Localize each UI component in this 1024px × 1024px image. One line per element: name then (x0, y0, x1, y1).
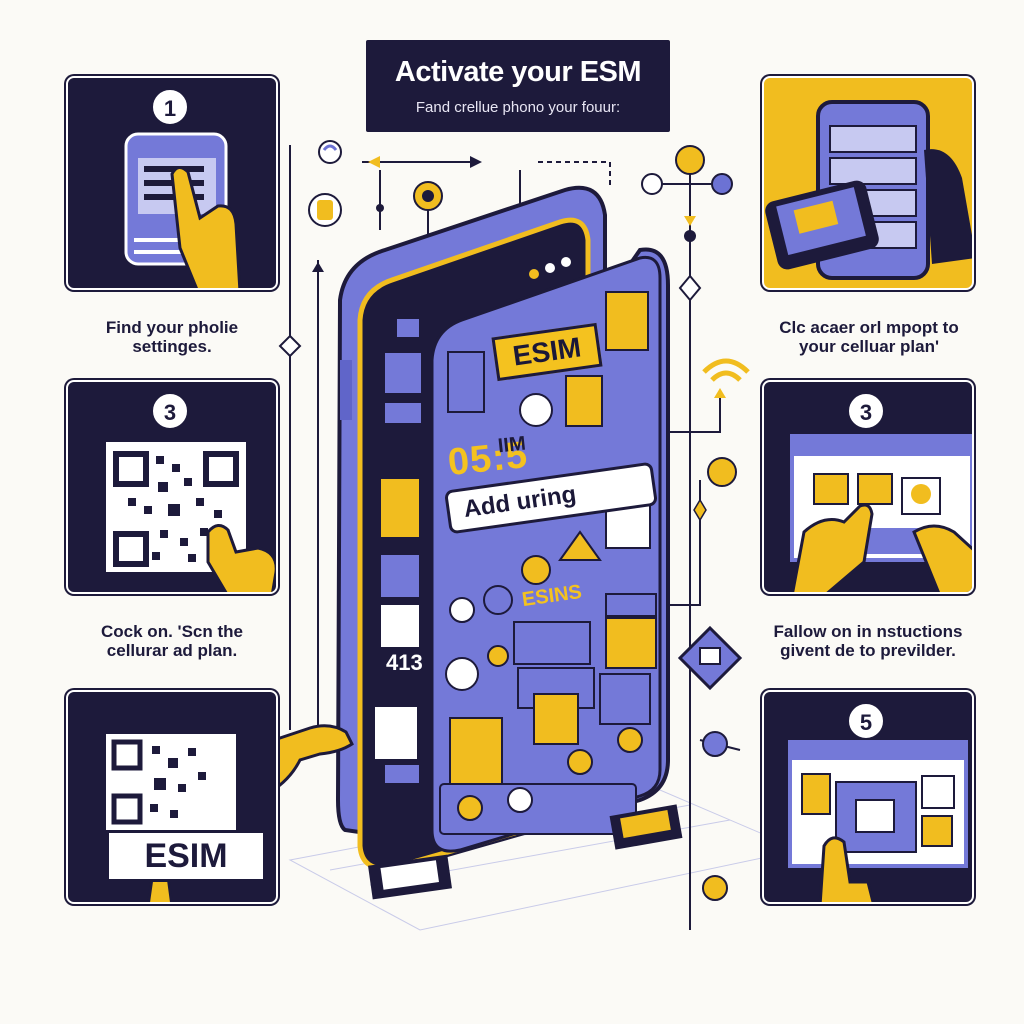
step-panel-3: ESIM (66, 690, 278, 904)
step-number-badge: 3 (151, 392, 189, 430)
phone-settings-illustration (124, 132, 242, 288)
step-2-caption: Cock on. 'Scn the cellurar ad plan. (70, 622, 274, 660)
step-5-caption: Fallow on in nstuctions givent de to pre… (750, 622, 986, 660)
phone-side-number: 413 (386, 650, 423, 675)
step-4-caption: Clc acaer orl mpopt to your celluar plan… (752, 318, 986, 356)
title-banner: Activate your ESM Fand crellue phono you… (366, 40, 670, 132)
page-title: Activate your ESM (394, 56, 642, 88)
pointing-hand-icon (206, 524, 276, 592)
pointing-hand-icon (818, 836, 875, 902)
connector-nodes (278, 140, 743, 901)
phone-clock-suffix: IIM (496, 432, 527, 458)
step-1-caption: Find your pholie settinges. (72, 318, 272, 356)
step-panel-2: 3 (66, 380, 278, 594)
step-number-badge: 3 (847, 392, 885, 430)
qr-code-icon (106, 442, 276, 592)
page-subtitle: Fand crellue phono your fouur: (415, 99, 621, 116)
caption-line: Find your pholie (105, 318, 239, 337)
caption-line: Fallow on in nstuctions (773, 622, 963, 641)
caption-line: settinges. (132, 337, 212, 356)
instructions-illustration (790, 434, 972, 592)
confirmation-illustration (788, 740, 968, 902)
phone-screen-content (439, 291, 657, 835)
caption-line: givent de to previlder. (780, 641, 956, 660)
step-panel-1: 1 (66, 76, 278, 290)
step-panel-5: 3 (762, 380, 974, 594)
caption-line: your celluar plan' (798, 337, 940, 356)
caption-line: Clc acaer orl mpopt to (779, 318, 959, 337)
step-panel-4 (762, 76, 974, 290)
esim-card: ESIM (106, 830, 266, 882)
pointing-hand-icon (791, 503, 874, 592)
caption-line: Cock on. 'Scn the (101, 622, 243, 641)
pointing-hand-icon (170, 166, 242, 288)
phone-side-icons (373, 317, 423, 785)
phone-illustration (335, 185, 683, 900)
step-panel-6: 5 (762, 690, 974, 904)
phone-scan-illustration (765, 100, 972, 280)
caption-line: cellurar ad plan. (106, 641, 238, 660)
step-number-badge: 1 (151, 88, 189, 126)
wifi-icon (702, 358, 750, 382)
step-number-badge: 5 (847, 702, 885, 740)
